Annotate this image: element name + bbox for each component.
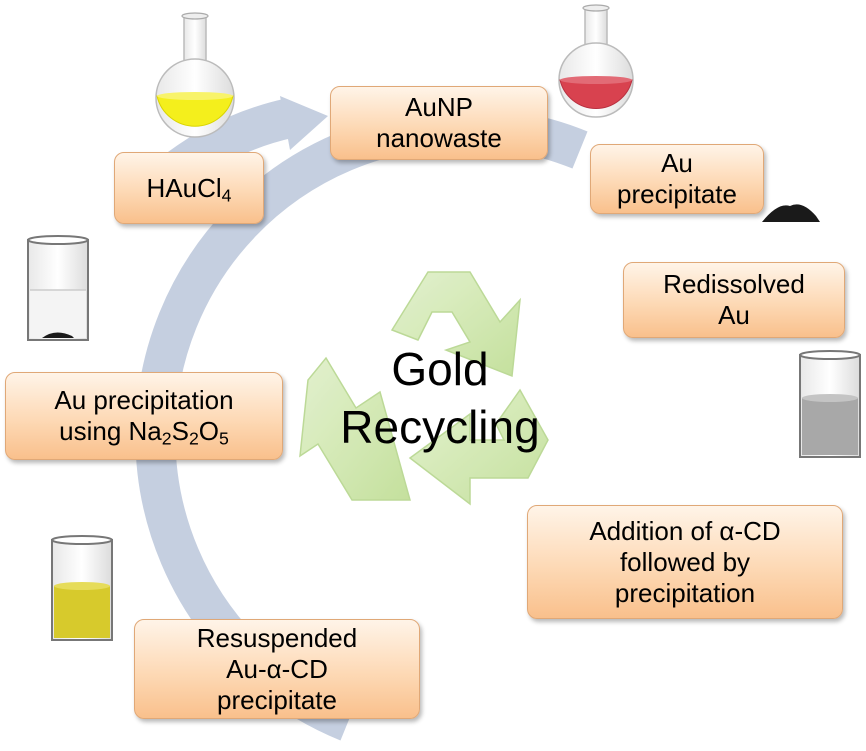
step-redissolved-line2: Au: [718, 300, 750, 330]
precipitate-pile-icon: [762, 204, 820, 222]
step-aunp-line1: AuNP: [405, 92, 473, 122]
step-aunp-nanowaste: AuNP nanowaste: [330, 86, 548, 160]
step-resuspended-line3: precipitate: [217, 684, 337, 715]
step-haucl4: HAuCl4: [114, 152, 264, 224]
step-resuspended-line1: Resuspended: [196, 622, 358, 653]
center-title-line1: Gold: [391, 343, 489, 395]
sub-2: 2: [188, 428, 199, 449]
step-au-precipitate: Au precipitate: [590, 144, 764, 214]
beaker-yellow-icon: [51, 535, 113, 641]
center-title-line2: Recycling: [340, 401, 540, 453]
step-na2s2o5-line2: using Na2S2O5: [59, 416, 229, 447]
step-na2s2o5-line1: Au precipitation: [54, 385, 234, 415]
beaker-precipitate-icon: [27, 235, 89, 341]
step-redissolved-line1: Redissolved: [663, 269, 805, 299]
step-aunp-line2: nanowaste: [376, 123, 502, 153]
haucl-sub: 4: [221, 184, 232, 205]
step-redissolved-au: Redissolved Au: [623, 262, 845, 338]
step-resuspended: Resuspended Au-α-CD precipitate: [134, 619, 420, 719]
sub-1: 2: [161, 428, 172, 449]
step-addition-alpha-cd: Addition of α-CD followed by precipitati…: [527, 505, 843, 619]
sub-3: 5: [219, 428, 229, 449]
mid-o: O: [198, 416, 220, 446]
step-haucl4-label: HAuCl4: [147, 173, 232, 204]
step-alpha-cd-line2: followed by: [619, 546, 751, 577]
step-alpha-cd-line3: precipitation: [614, 577, 756, 608]
beaker-gray-icon: [799, 350, 861, 458]
step-au-precip-line2: precipitate: [617, 179, 737, 209]
round-flask-red-icon: [558, 4, 634, 118]
round-flask-yellow-icon: [155, 12, 235, 138]
step-au-precip-line1: Au: [661, 148, 693, 178]
step-au-precipitation-na2s2o5: Au precipitation using Na2S2O5: [5, 372, 283, 460]
haucl-base: HAuCl: [146, 172, 222, 203]
mid-s: S: [171, 416, 189, 446]
step-resuspended-line2: Au-α-CD: [226, 653, 328, 684]
recycle-symbol-icon: [299, 271, 549, 506]
step-alpha-cd-line1: Addition of α-CD: [589, 515, 781, 546]
na-prefix: using Na: [59, 416, 162, 446]
